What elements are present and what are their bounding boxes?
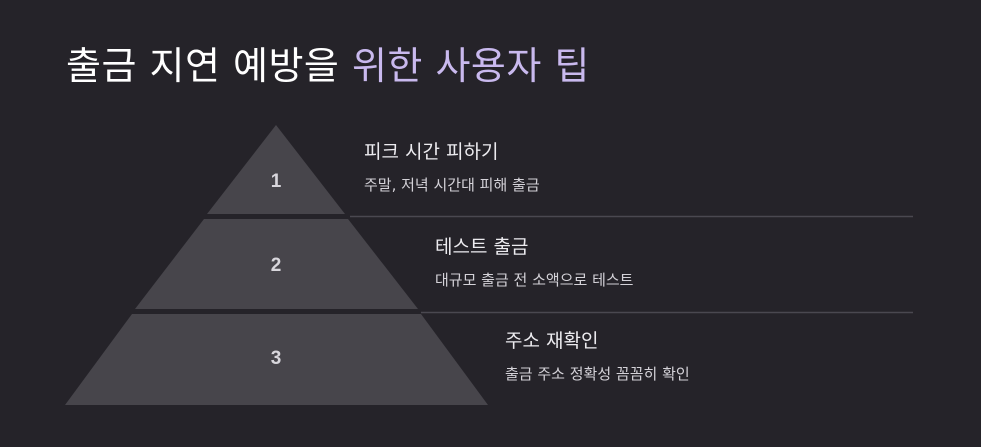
step-2-description: 대규모 출금 전 소액으로 테스트 bbox=[435, 271, 634, 289]
step-1-description: 주말, 저녁 시간대 피해 출금 bbox=[364, 176, 540, 194]
page-title: 출금 지연 예방을 위한 사용자 팁 bbox=[66, 40, 590, 92]
pyramid-tier-1 bbox=[207, 125, 345, 214]
step-3-text: 주소 재확인 출금 주소 정확성 꼼꼼히 확인 bbox=[505, 329, 690, 384]
tier-1-number: 1 bbox=[271, 171, 282, 192]
pyramid-tier-2 bbox=[135, 219, 418, 309]
step-3-description: 출금 주소 정확성 꼼꼼히 확인 bbox=[505, 365, 690, 383]
step-2-text: 테스트 출금 대규모 출금 전 소액으로 테스트 bbox=[435, 235, 633, 290]
step-1-text: 피크 시간 피하기 주말, 저녁 시간대 피해 출금 bbox=[364, 140, 540, 195]
tier-3-number: 3 bbox=[271, 348, 282, 369]
pyramid-tier-3 bbox=[65, 314, 488, 405]
title-plain-part: 출금 지연 예방을 bbox=[66, 44, 352, 88]
tier-2-number: 2 bbox=[271, 255, 282, 276]
step-1-title: 피크 시간 피하기 bbox=[364, 141, 499, 163]
step-2-title: 테스트 출금 bbox=[435, 236, 529, 258]
title-accent-part: 위한 사용자 팁 bbox=[351, 44, 590, 88]
step-3-title: 주소 재확인 bbox=[505, 330, 599, 352]
